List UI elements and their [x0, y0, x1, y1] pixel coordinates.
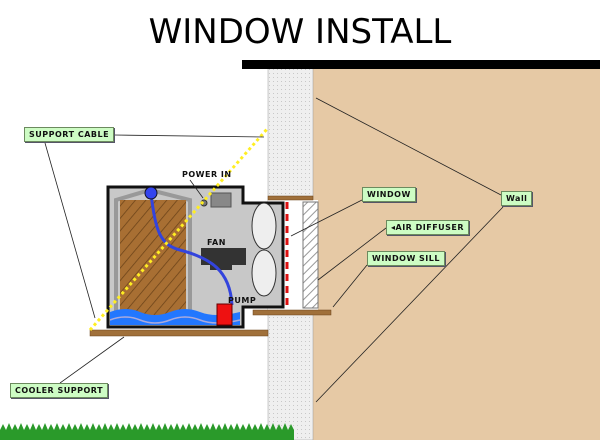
- fan-motor-foot: [210, 265, 232, 270]
- support-cable: [88, 127, 270, 331]
- fan-blade-bottom: [251, 249, 277, 297]
- power-box: [210, 192, 232, 208]
- window-header-board: [267, 195, 314, 201]
- window-sill: [252, 309, 332, 316]
- label-air-diffuser: ◂AIR DIFFUSER: [386, 220, 470, 235]
- cooler-support-board: [89, 329, 269, 337]
- cooling-pad: [120, 200, 186, 318]
- grass: [0, 423, 294, 440]
- page-title: WINDOW INSTALL: [148, 12, 452, 52]
- label-pump: PUMP: [228, 296, 257, 305]
- water-tube: [149, 192, 234, 306]
- fan-blade-top: [251, 202, 277, 250]
- leader-lines: [44, 97, 504, 403]
- label-support-cable: SUPPORT CABLE: [24, 127, 115, 142]
- air-diffuser: [302, 201, 319, 309]
- water-wave: [109, 316, 241, 324]
- label-window-sill: WINDOW SILL: [367, 251, 445, 266]
- roof-bar: [242, 60, 600, 69]
- label-power-in: POWER IN: [182, 170, 232, 179]
- distributor: [144, 186, 158, 200]
- label-window: WINDOW: [362, 187, 416, 202]
- wall: [313, 68, 600, 440]
- label-wall: Wall: [501, 191, 533, 206]
- label-fan: FAN: [207, 238, 226, 247]
- pump: [216, 303, 233, 326]
- label-cooler-support: COOLER SUPPORT: [10, 383, 109, 398]
- fan-motor: [201, 248, 246, 265]
